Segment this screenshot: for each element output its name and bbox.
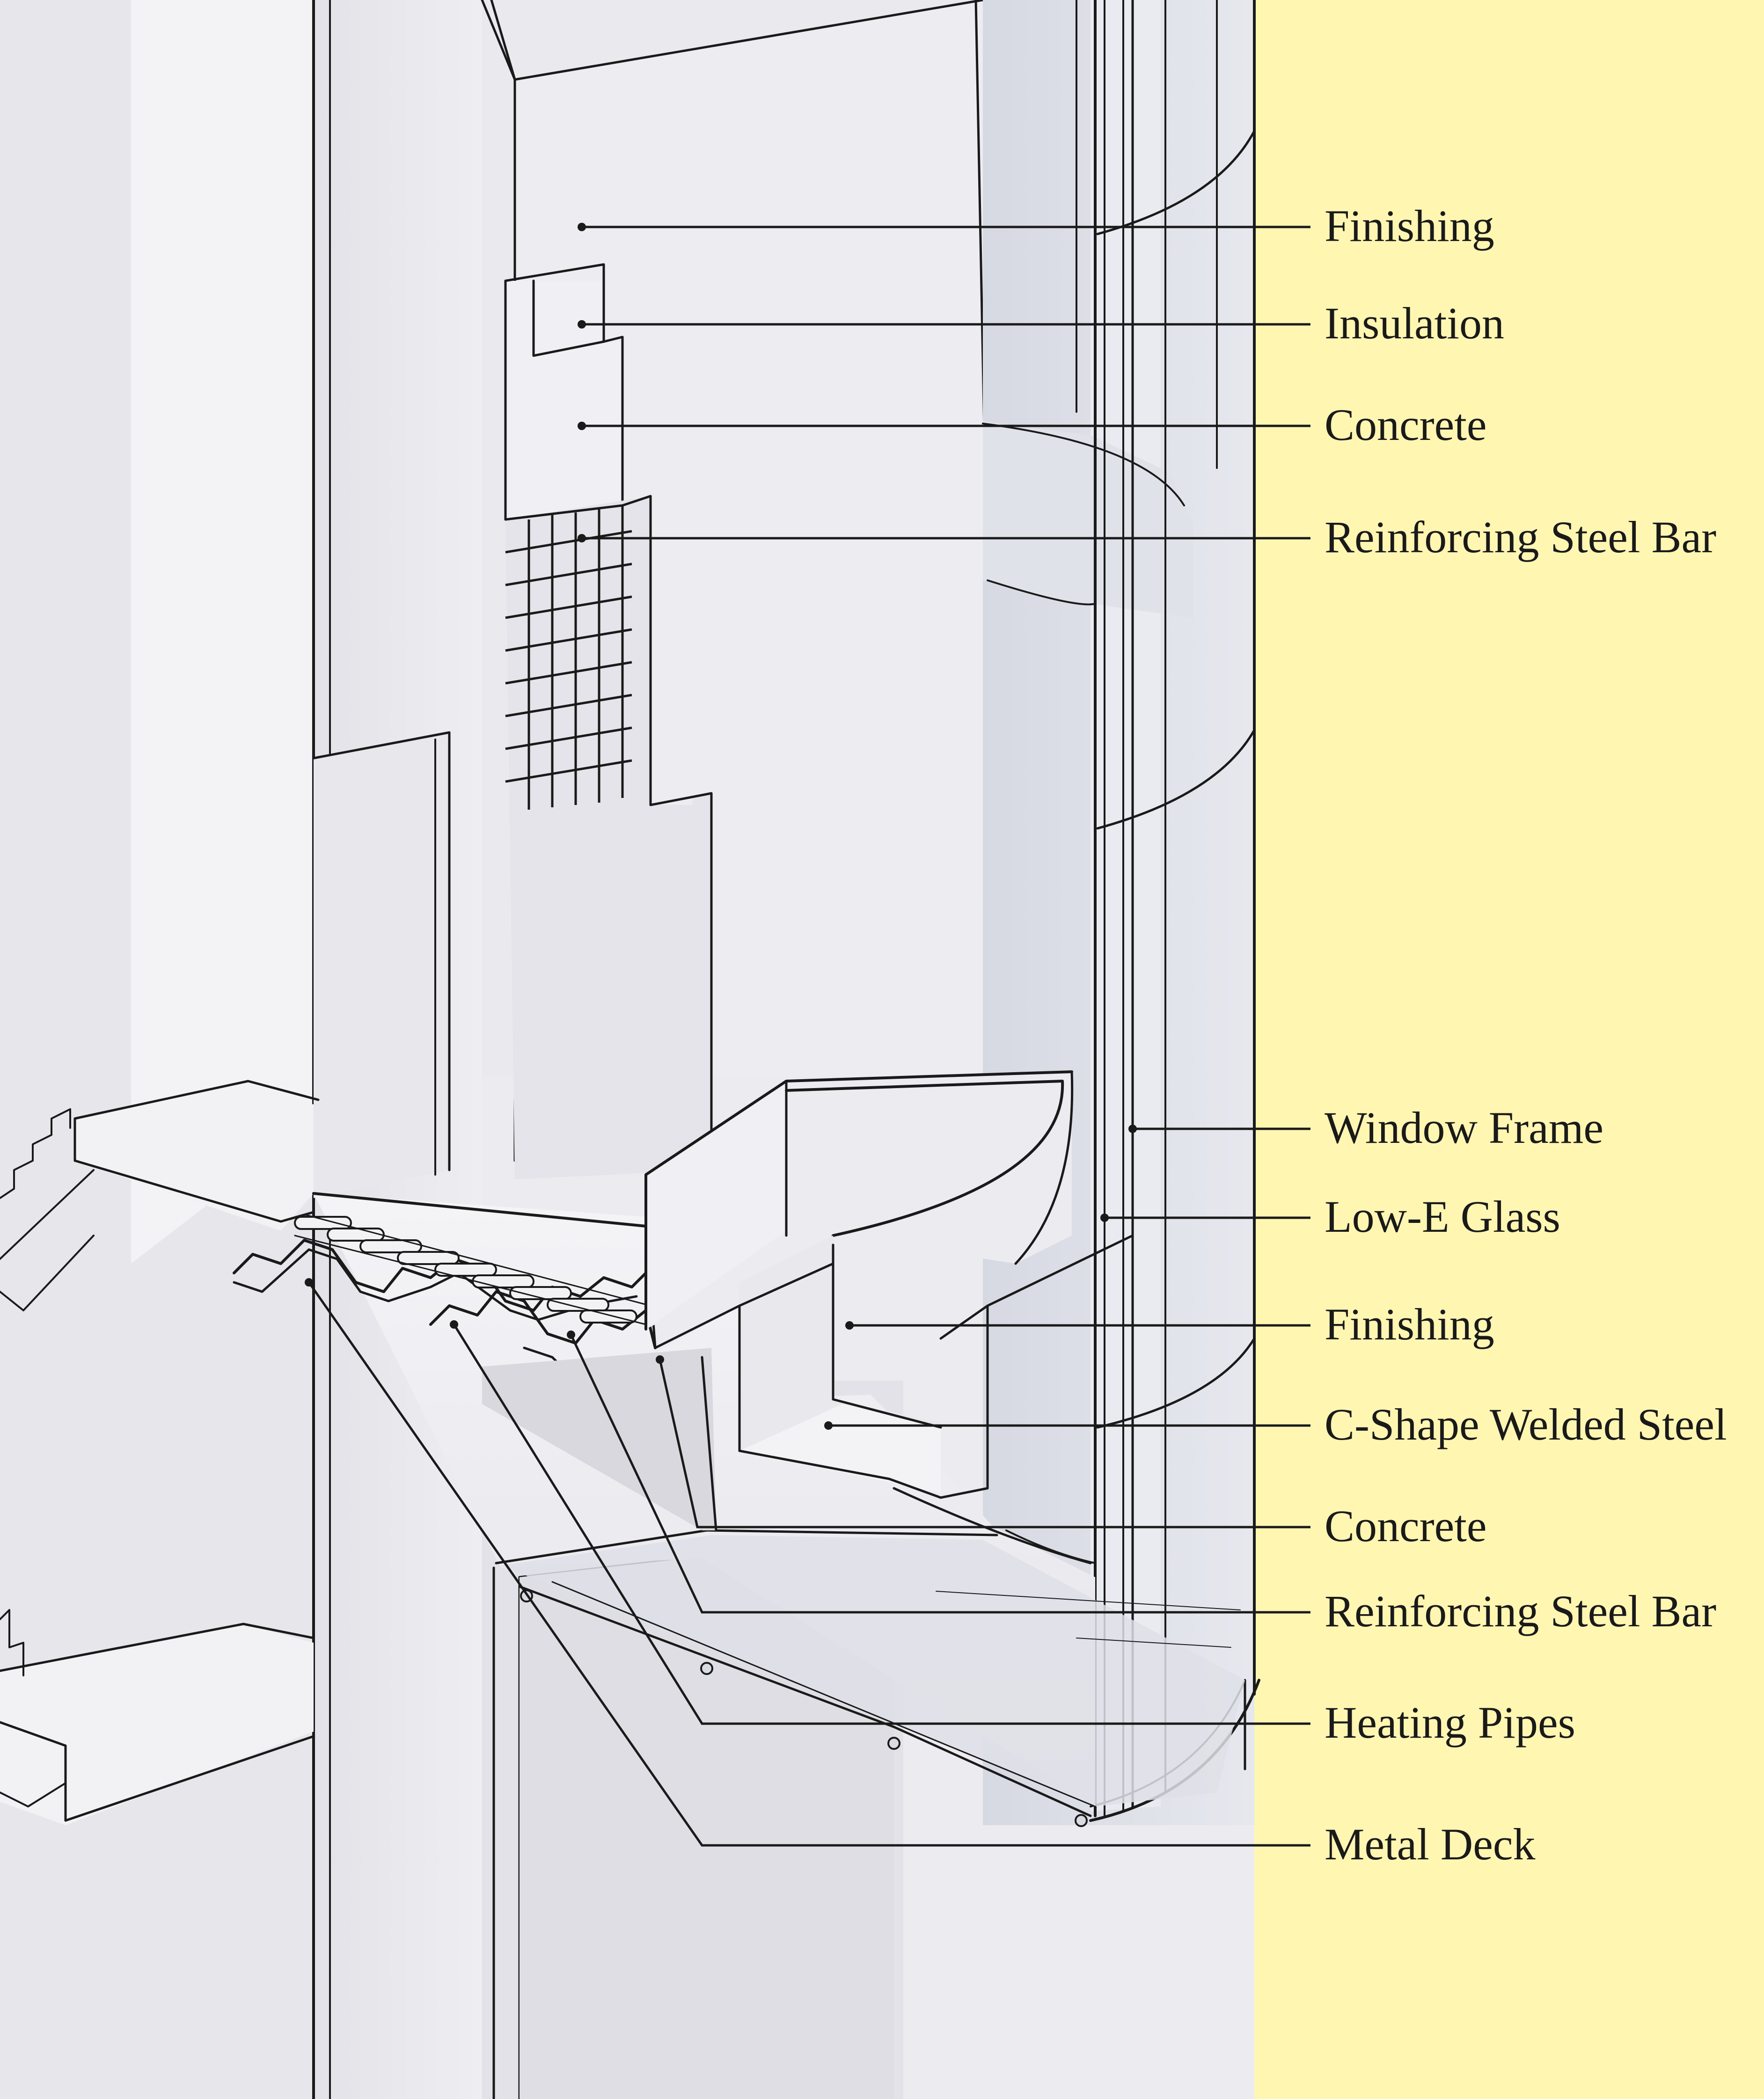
anchor-c-shape-steel: [824, 1421, 833, 1430]
callout-leaders: [307, 226, 1310, 1847]
wall-rebar-mesh: [505, 505, 632, 810]
label-wall-finishing: Finishing: [1325, 201, 1494, 251]
wall-layer-insulation-outline: [532, 279, 624, 507]
anchor-wall-rebar: [578, 534, 586, 542]
anchor-heating-pipes: [450, 1320, 458, 1329]
leader-metal-deck: [307, 1281, 1310, 1847]
label-floor-finishing: Finishing: [1325, 1299, 1494, 1349]
upper-stair: [0, 1080, 320, 1311]
curtain-ring-mid: [1096, 729, 1256, 830]
anchor-floor-concrete: [656, 1355, 664, 1364]
upper-stair-steps: [0, 1108, 71, 1199]
leader-floor-rebar: [570, 1334, 1310, 1614]
slab-rebar-line-1: [294, 1235, 647, 1325]
slab-soffit-beam: [482, 1348, 716, 1530]
anchor-window-frame: [1128, 1125, 1137, 1133]
parapet-outer-front-wall: [646, 1081, 786, 1329]
anchor-metal-deck: [305, 1278, 313, 1287]
label-wall-insulation: Insulation: [1325, 298, 1504, 348]
callout-labels: Finishing Insulation Concrete Reinforcin…: [1325, 201, 1727, 1869]
glass-floor-grid-2: [1076, 1638, 1231, 1648]
c-shape-bottom: [738, 1449, 942, 1499]
soffit-beam-line: [701, 1356, 717, 1532]
upper-stair-stringer: [0, 1169, 95, 1260]
c-shape-fin-3: [986, 1234, 1134, 1359]
curtain-glass-light: [1091, 0, 1161, 1811]
leader-heating-pipes: [453, 1324, 1310, 1725]
lower-stair: [0, 1609, 315, 1825]
curtain-curve-ceiling: [983, 421, 1193, 618]
anchor-floor-rebar: [567, 1331, 575, 1339]
c-shape-inner-outline: [738, 1262, 834, 1452]
anchor-wall-finishing: [578, 223, 586, 231]
label-wall-concrete: Concrete: [1325, 400, 1487, 450]
upper-landing: [75, 1081, 314, 1231]
curtain-inner-curve: [982, 423, 1185, 506]
curtain-inner-curve-2: [987, 579, 1096, 606]
label-metal-deck: Metal Deck: [1325, 1819, 1535, 1869]
anchor-wall-insulation: [578, 320, 586, 329]
label-heating-pipes: Heating Pipes: [1325, 1697, 1575, 1748]
parapet-outer-outline: [644, 1070, 1073, 1331]
glass-floor-grid-1: [936, 1591, 1241, 1610]
glass-floor-panel: [501, 1535, 1245, 1806]
leader-floor-concrete: [659, 1359, 1310, 1529]
c-shape-fin-1: [832, 1243, 942, 1429]
parapet-curve-top: [1014, 1070, 1074, 1265]
slab-rebar-pipes: [294, 1216, 637, 1324]
upper-landing-outline: [73, 1080, 320, 1162]
callout-anchors: [305, 223, 1137, 1430]
label-c-shape-steel: C-Shape Welded Steel: [1325, 1399, 1727, 1449]
wall-layer-finishing-outline: [504, 263, 605, 521]
light-patch: [131, 0, 314, 1264]
curtain-ring-top: [1096, 130, 1256, 235]
curtain-ring-low: [1096, 1337, 1256, 1429]
parapet-outer-curve: [785, 1080, 1064, 1237]
wall-layer-concrete-outline: [504, 495, 713, 1171]
floor-slab: [233, 1192, 1245, 1827]
label-window-frame: Window Frame: [1325, 1103, 1603, 1153]
label-low-e-glass: Low-E Glass: [1325, 1192, 1560, 1242]
wall-layer-concrete: [505, 496, 711, 1179]
metal-deck-profile-lower: [233, 1248, 638, 1321]
upper-wall-top-edge: [490, 0, 984, 81]
c-shape-fin-2: [939, 1304, 989, 1499]
glass-floor-front-edge: [518, 1585, 1092, 1817]
anchor-floor-finishing: [845, 1321, 854, 1330]
anchor-wall-concrete: [578, 422, 586, 430]
upper-stair-lower: [0, 1235, 95, 1311]
slab-top-edge: [312, 1192, 647, 1228]
slab-rebar-line-2: [303, 1214, 651, 1307]
lower-wall-return-outline: [312, 731, 451, 1171]
lower-stair-bottom: [0, 1782, 66, 1807]
lower-landing: [0, 1624, 314, 1825]
c-shape-lower-curve-2: [1005, 1529, 1096, 1564]
glass-floor-inner-edge: [551, 1581, 1096, 1807]
lower-landing-outline: [0, 1623, 315, 1672]
lower-wall-return: [314, 732, 449, 1198]
c-shape-steel-parapet: [644, 1070, 1134, 1565]
upper-landing-front: [73, 1159, 315, 1223]
heating-pipe-under-4: [1075, 1814, 1088, 1827]
heating-pipe-under-2: [700, 1662, 713, 1675]
curtain-wall: [982, 0, 1260, 1825]
lower-stair-steps: [0, 1609, 24, 1676]
heating-pipe-under-3: [887, 1737, 900, 1750]
label-floor-rebar: Reinforcing Steel Bar: [1325, 1586, 1716, 1636]
anchor-low-e-glass: [1100, 1214, 1109, 1222]
label-wall-rebar: Reinforcing Steel Bar: [1325, 512, 1716, 562]
label-floor-concrete: Concrete: [1325, 1501, 1487, 1551]
